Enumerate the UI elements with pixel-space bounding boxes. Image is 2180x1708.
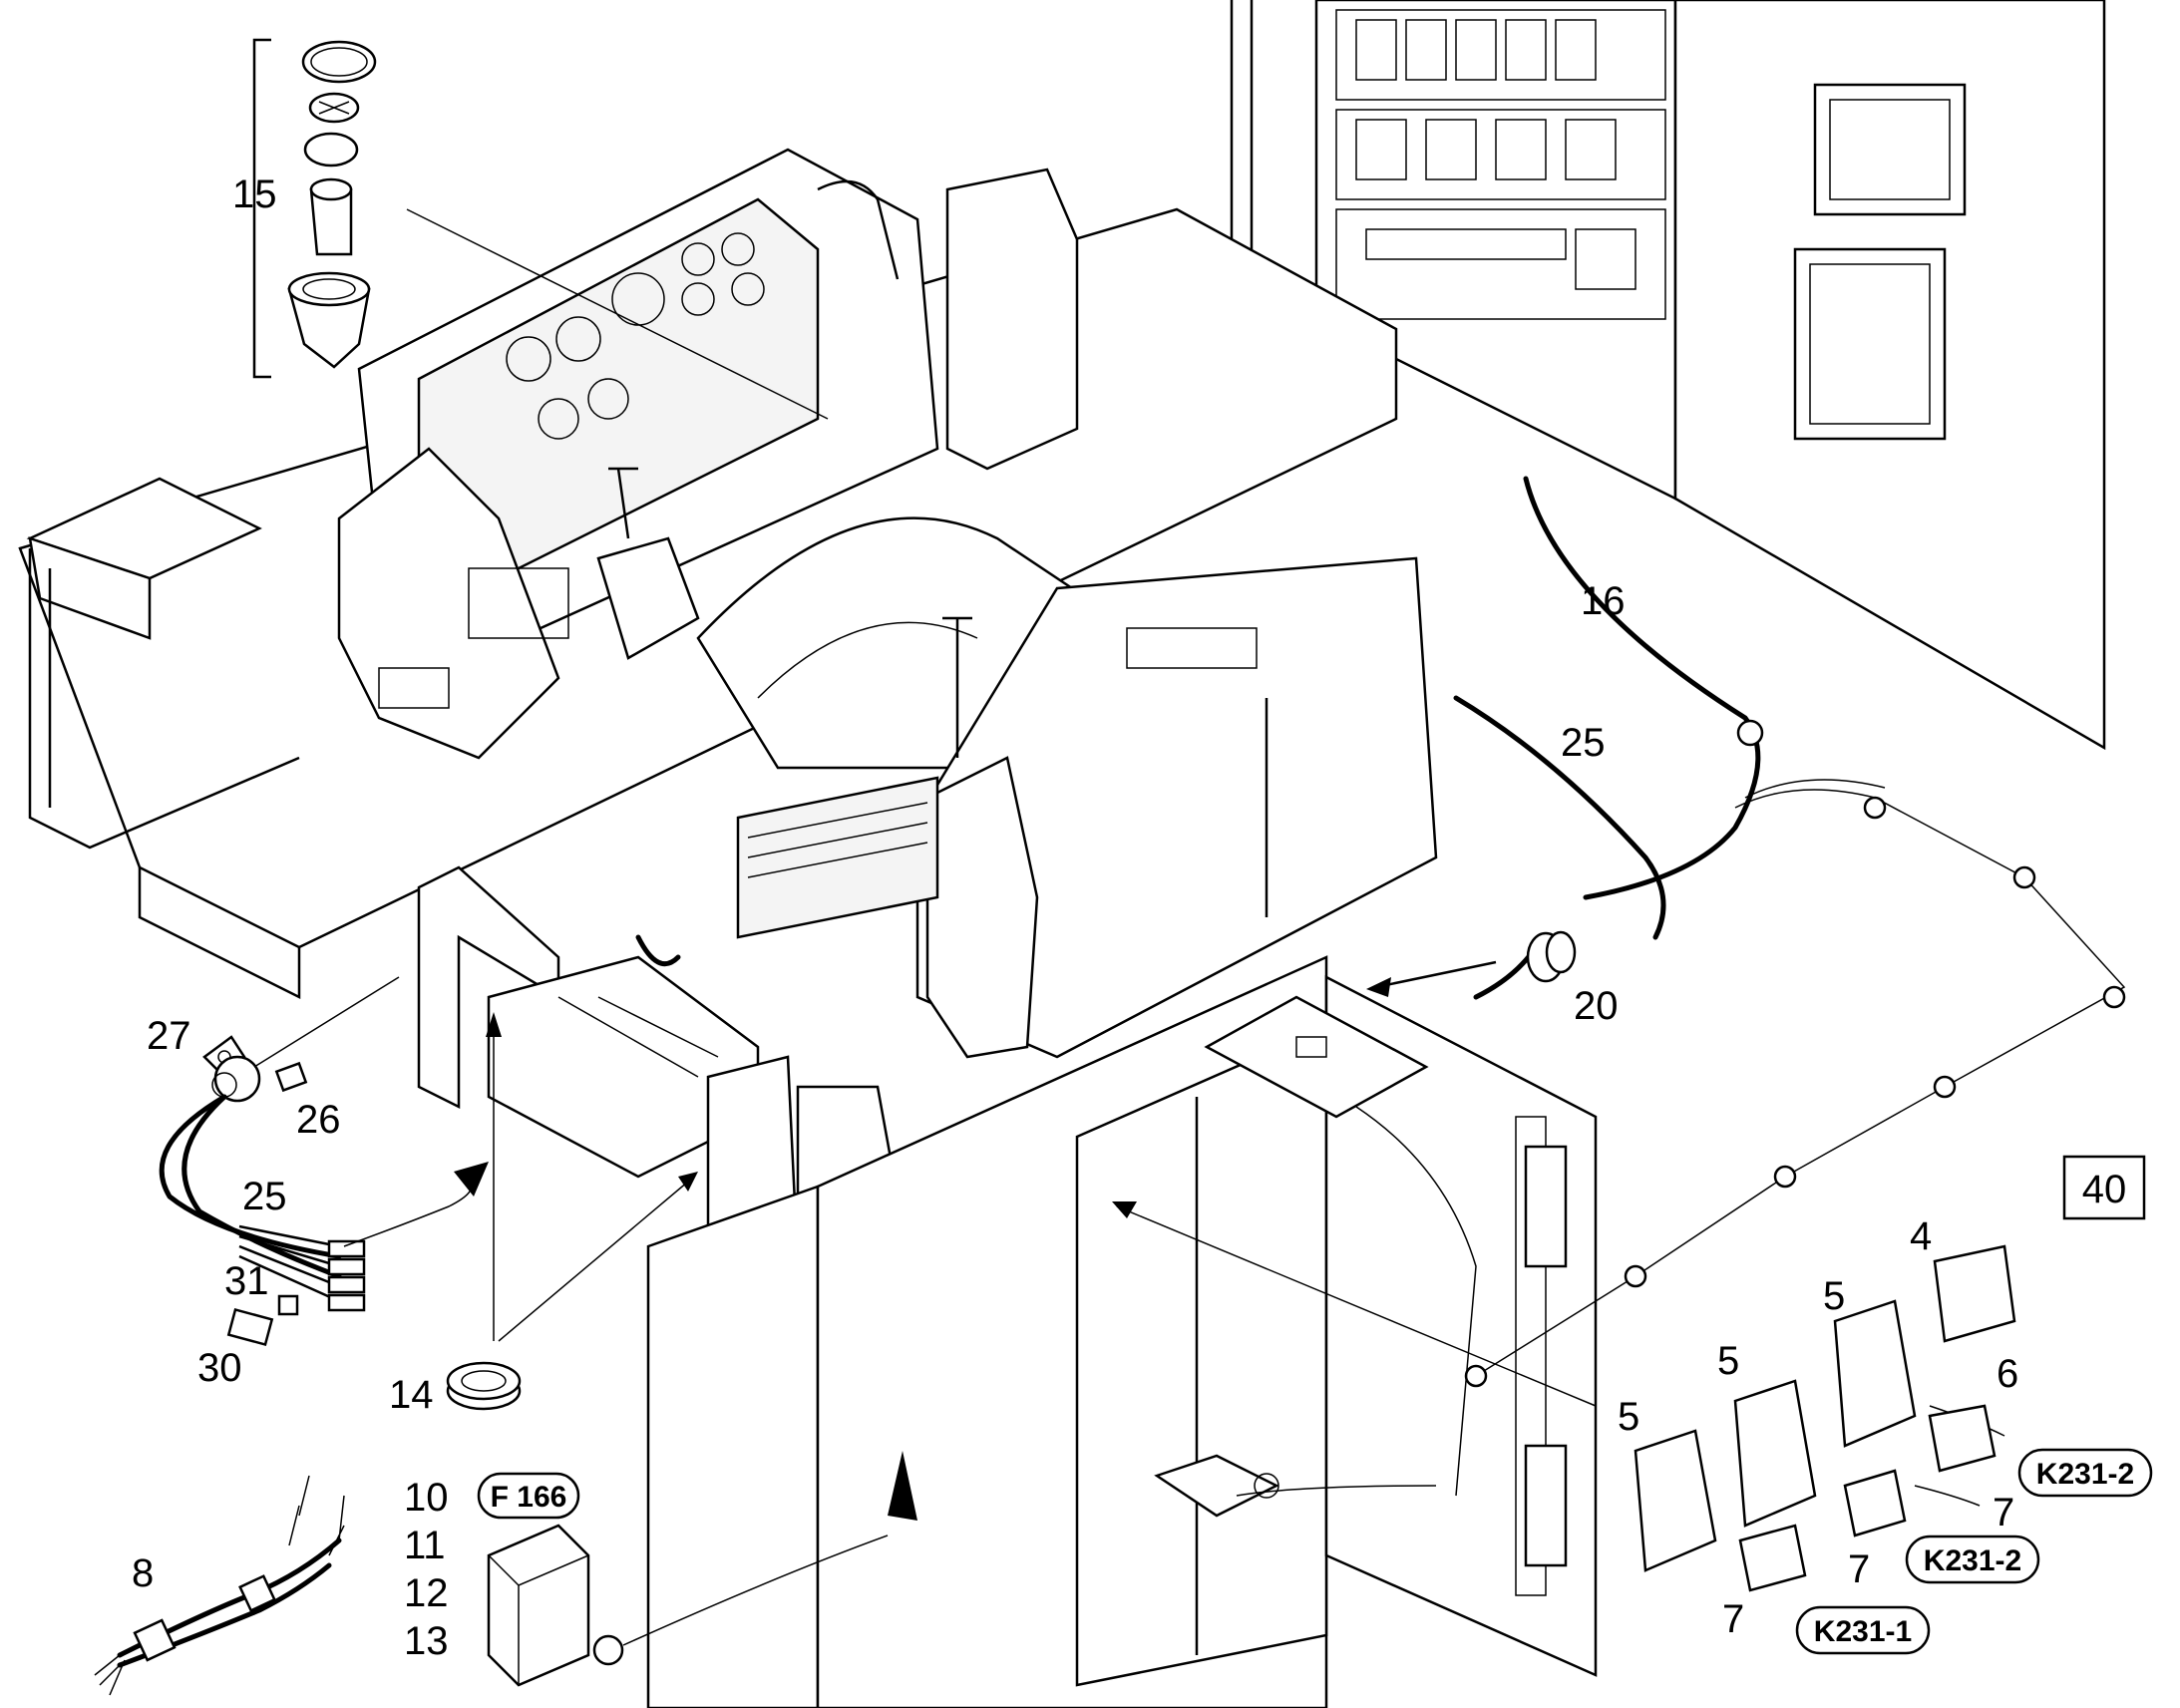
cable-part-8 xyxy=(94,1475,345,1696)
callout-8: 8 xyxy=(132,1551,154,1595)
tag-k231-2-upper-label: K231-2 xyxy=(2036,1458,2134,1491)
lower-cabinet xyxy=(646,955,1598,1708)
callout-27: 27 xyxy=(147,1014,191,1058)
grommet-part-14 xyxy=(446,1012,698,1411)
tag-f166: F 166 xyxy=(477,1472,580,1520)
callout-5-c: 5 xyxy=(1618,1395,1639,1439)
callout-10: 10 xyxy=(404,1476,449,1520)
tag-k231-1-label: K231-1 xyxy=(1814,1615,1912,1648)
callout-16: 16 xyxy=(1581,579,1626,623)
grommet-part-20 xyxy=(1366,930,1577,1000)
callout-30: 30 xyxy=(197,1346,242,1390)
tag-k231-2-lower-label: K231-2 xyxy=(1924,1544,2021,1577)
callout-15: 15 xyxy=(232,172,277,216)
callout-14: 14 xyxy=(389,1373,434,1417)
tag-k231-2-upper: K231-2 xyxy=(2017,1448,2153,1498)
tag-k231-2-lower: K231-2 xyxy=(1905,1535,2040,1584)
callout-7-c: 7 xyxy=(1722,1597,1744,1641)
wiring-harness xyxy=(635,476,2126,1497)
callout-25-upper: 25 xyxy=(1561,721,1606,765)
callout-5-b: 5 xyxy=(1717,1339,1739,1383)
operator-console xyxy=(337,148,1438,1059)
circuit-breaker-part-10 xyxy=(487,1451,917,1687)
callout-6: 6 xyxy=(1997,1352,2018,1396)
callout-7-a: 7 xyxy=(1993,1491,2014,1535)
sensor-cable-assembly xyxy=(159,976,489,1347)
callout-31: 31 xyxy=(224,1259,269,1303)
tag-k231-1: K231-1 xyxy=(1795,1605,1931,1655)
callout-5-a: 5 xyxy=(1823,1274,1845,1318)
callout-4: 4 xyxy=(1910,1214,1932,1258)
callout-13: 13 xyxy=(404,1619,449,1663)
callouts: 15 16 25 20 27 26 25 31 30 14 8 10 11 12… xyxy=(132,172,2018,1663)
callout-26: 26 xyxy=(296,1098,341,1142)
callout-7-b: 7 xyxy=(1848,1547,1870,1591)
callout-25-lower: 25 xyxy=(242,1175,287,1218)
pushbutton-exploded-part-15 xyxy=(252,38,829,420)
callout-12: 12 xyxy=(404,1571,449,1615)
relay-sockets xyxy=(1634,1244,2016,1592)
figure-number-box: 40 xyxy=(2062,1155,2146,1220)
tag-f166-label: F 166 xyxy=(491,1481,567,1514)
figure-number: 40 xyxy=(2082,1168,2127,1211)
electrical-cabinet xyxy=(1230,0,2106,751)
cabinet-components xyxy=(1355,19,1636,290)
callout-11: 11 xyxy=(404,1524,446,1567)
callout-20: 20 xyxy=(1574,984,1619,1028)
